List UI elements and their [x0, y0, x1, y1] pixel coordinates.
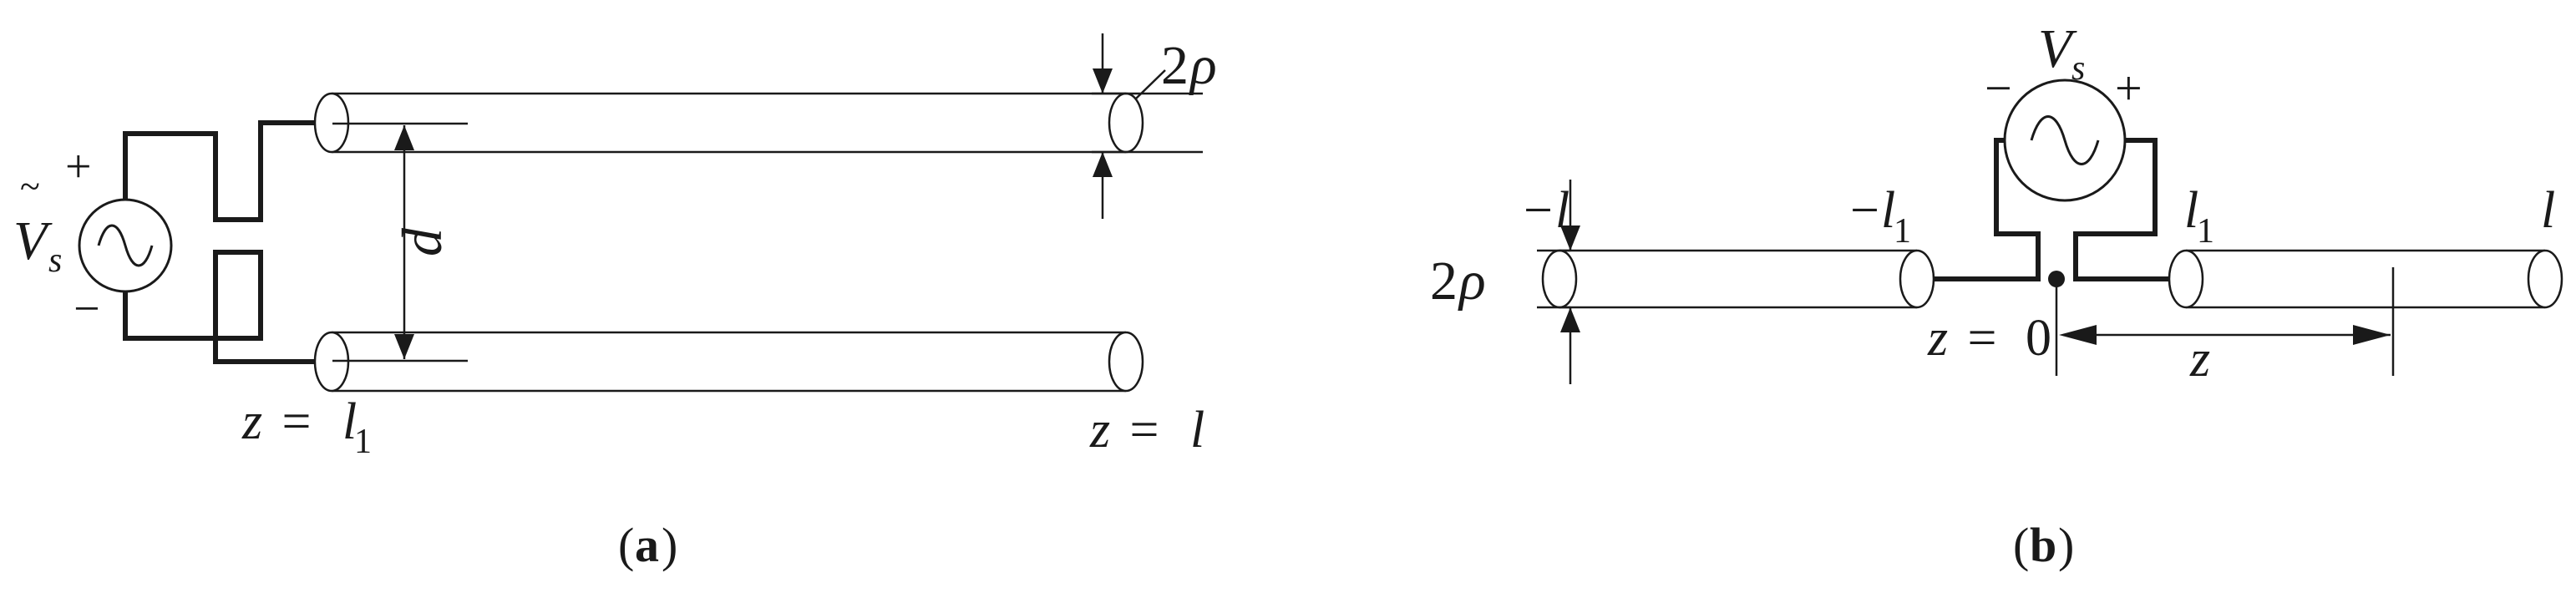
voltage-source-b [2003, 79, 2127, 202]
right-conductor [2168, 249, 2563, 309]
left-conductor [1541, 249, 1935, 309]
panel-a: + − ~ V s d 2 ρ z = l 1 z = l ( a ) [13, 33, 1217, 572]
source-b-label: V s [2038, 18, 2085, 88]
panel-b-caption: ( b ) [2013, 518, 2074, 572]
coordinate-axis [2048, 267, 2395, 376]
caption-b-letter: b [2030, 518, 2056, 572]
source-label-v: V [13, 210, 53, 271]
panel-a-caption: ( a ) [618, 518, 677, 572]
origin-label: z = 0 [1927, 310, 2051, 367]
coordinate-z-label: z [2189, 331, 2210, 388]
source-b-sub: s [2071, 49, 2085, 88]
caption-a-open: ( [618, 518, 634, 572]
left-end-minus: − [1524, 182, 1553, 239]
left-end-label-b: − l [1524, 182, 1569, 239]
left-end-sub: 1 [354, 423, 372, 461]
source-plus-label: + [65, 141, 92, 193]
inner-right-sub: 1 [2197, 212, 2214, 251]
origin-eq: = [1955, 310, 2010, 367]
diameter-dimension-b [1537, 180, 1580, 384]
inner-right-label: l 1 [2184, 182, 2214, 251]
sine-symbol-b [2030, 115, 2100, 165]
left-end-z: z [241, 393, 262, 450]
caption-b-close: ) [2058, 518, 2074, 572]
diameter-b-rho: ρ [1458, 251, 1486, 312]
feed-wires [123, 120, 315, 364]
right-end-eq: = [1117, 402, 1172, 459]
left-end-l: l [342, 393, 357, 450]
inner-left-minus: − [1850, 182, 1879, 239]
sine-symbol [97, 224, 154, 267]
upper-conductor [313, 92, 1144, 154]
source-minus-label: − [74, 283, 100, 335]
separation-dimension [332, 122, 468, 362]
source-b-minus: − [1985, 61, 2012, 115]
feed-wires-b [1934, 138, 2169, 281]
right-end-l: l [1190, 402, 1204, 459]
inner-left-label: − l 1 [1850, 182, 1911, 251]
left-end-label: z = l 1 [241, 393, 372, 461]
panel-b: V s − + − l − l 1 l 1 l 2 ρ z = 0 z [1430, 18, 2563, 572]
diameter-label-num: 2 [1161, 35, 1189, 96]
source-b-v: V [2038, 18, 2077, 79]
inner-left-l: l [1881, 182, 1895, 239]
origin-val: 0 [2026, 310, 2051, 367]
lower-conductor [313, 331, 1144, 393]
diameter-dimension-a [1092, 33, 1203, 219]
inner-left-sub: 1 [1894, 212, 1911, 251]
inner-right-l: l [2184, 182, 2198, 239]
right-end-z: z [1089, 402, 1110, 459]
diameter-label-rho: ρ [1189, 35, 1217, 96]
left-end-l-b: l [1555, 182, 1569, 239]
diameter-b-num: 2 [1430, 251, 1458, 312]
voltage-source-a [78, 198, 173, 293]
source-label-sub: s [48, 241, 62, 280]
origin-z: z [1927, 310, 1948, 367]
caption-a-letter: a [635, 518, 659, 572]
separation-label: d [390, 227, 454, 256]
right-end-label: z = l [1089, 402, 1204, 459]
source-b-plus: + [2115, 61, 2142, 115]
left-end-eq: = [269, 393, 324, 450]
diameter-label-b: 2 ρ [1430, 251, 1486, 312]
caption-a-close: ) [662, 518, 677, 572]
caption-b-open: ( [2013, 518, 2029, 572]
source-tilde: ~ [20, 166, 40, 207]
right-end-l-b: l [2541, 182, 2555, 239]
